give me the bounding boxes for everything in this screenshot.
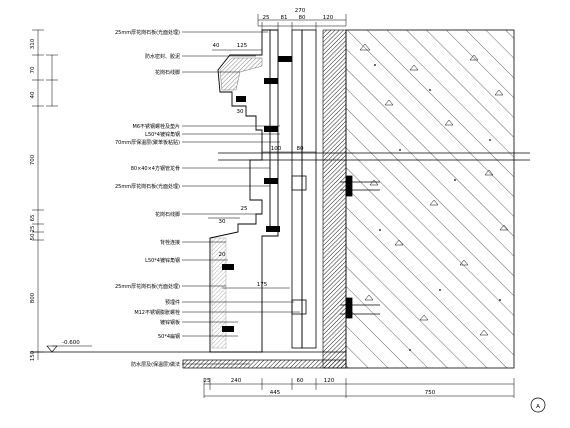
dimension-lines	[32, 14, 515, 398]
material-label: 防水层及(保温层)做法	[131, 361, 180, 368]
material-labels: 25mm厚花岗石板(光面处理)防水密封、胶泥花岗石线脚M6不锈钢螺栓及垫片L50…	[115, 29, 180, 368]
material-label: 镀锌钢板	[160, 319, 180, 326]
elevation-marker: -0.600	[46, 340, 92, 353]
dim-sill-b: 25	[241, 206, 248, 212]
material-label: 花岗石线脚	[155, 211, 180, 218]
material-label: 背栓连接	[160, 239, 180, 246]
material-label: M12不锈钢膨胀螺栓	[134, 309, 180, 316]
dim-rail-a: 100	[271, 146, 282, 152]
material-label: 70mm厚保温层(聚苯板粘贴)	[115, 139, 180, 146]
leader-lines	[182, 31, 300, 365]
dim-bottom-d: 120	[324, 378, 335, 384]
dim-left-4: 700	[30, 154, 36, 165]
dim-top-a: 25	[263, 15, 270, 21]
detail-mark-text: A	[536, 404, 540, 410]
dim-cornice-b: 125	[237, 43, 248, 49]
steel-keel	[291, 29, 317, 349]
dim-left-6: 25	[30, 225, 36, 232]
dim-left-8: 800	[30, 292, 36, 303]
elevation-text: -0.600	[62, 340, 80, 346]
material-label: 预埋件	[165, 299, 180, 306]
dim-left-7: 50	[30, 233, 36, 240]
material-label: 25mm厚花岗石板(光面处理)	[115, 283, 180, 290]
dimension-texts: 270 25 81 80 120 40 125 30 100 80 30 25 …	[30, 8, 436, 396]
material-label: L50*4镀锌角钢	[145, 131, 180, 138]
dim-bottom-a: 25	[204, 378, 211, 384]
material-label: 25mm厚花岗石板(光面处理)	[115, 29, 180, 36]
anchor-bolts	[340, 175, 380, 319]
dim-top-d: 120	[323, 15, 334, 21]
dim-cornice-mid: 30	[237, 109, 244, 115]
material-label: 防水密封、胶泥	[145, 53, 180, 60]
dim-left-3: 40	[30, 91, 36, 98]
material-label: 80×40×4方钢管龙骨	[131, 165, 180, 172]
brackets	[222, 56, 292, 332]
dim-base-offset: 20	[219, 252, 226, 258]
dim-top-total: 270	[295, 8, 306, 14]
dim-bottom-b: 240	[231, 378, 242, 384]
ground-base	[30, 351, 347, 369]
material-label: 50*4扁钢	[158, 333, 180, 340]
insulation-layer	[322, 29, 347, 369]
dim-cornice-a: 40	[213, 43, 220, 49]
material-label: L50*4镀锌角钢	[145, 257, 180, 264]
material-label: 花岗石线脚	[155, 69, 180, 76]
dim-right-wall: 750	[425, 390, 436, 396]
dim-rail-b: 80	[297, 146, 304, 152]
dim-base-run: 175	[257, 282, 268, 288]
dim-left-5: 65	[30, 214, 36, 221]
dim-top-c: 80	[299, 15, 306, 21]
dim-sill-a: 30	[219, 219, 226, 225]
dim-bottom-total: 445	[270, 390, 281, 396]
dim-left-2: 70	[30, 66, 36, 73]
dim-left-9: 150	[30, 350, 36, 361]
concrete-wall	[345, 29, 515, 369]
dim-left-1: 310	[30, 38, 36, 49]
detail-mark: A	[530, 397, 546, 413]
material-label: M6不锈钢螺栓及垫片	[133, 123, 181, 130]
dim-top-b: 81	[281, 15, 288, 21]
dim-bottom-c: 60	[297, 378, 304, 384]
material-label: 25mm厚花岗石板(光面处理)	[115, 183, 180, 190]
